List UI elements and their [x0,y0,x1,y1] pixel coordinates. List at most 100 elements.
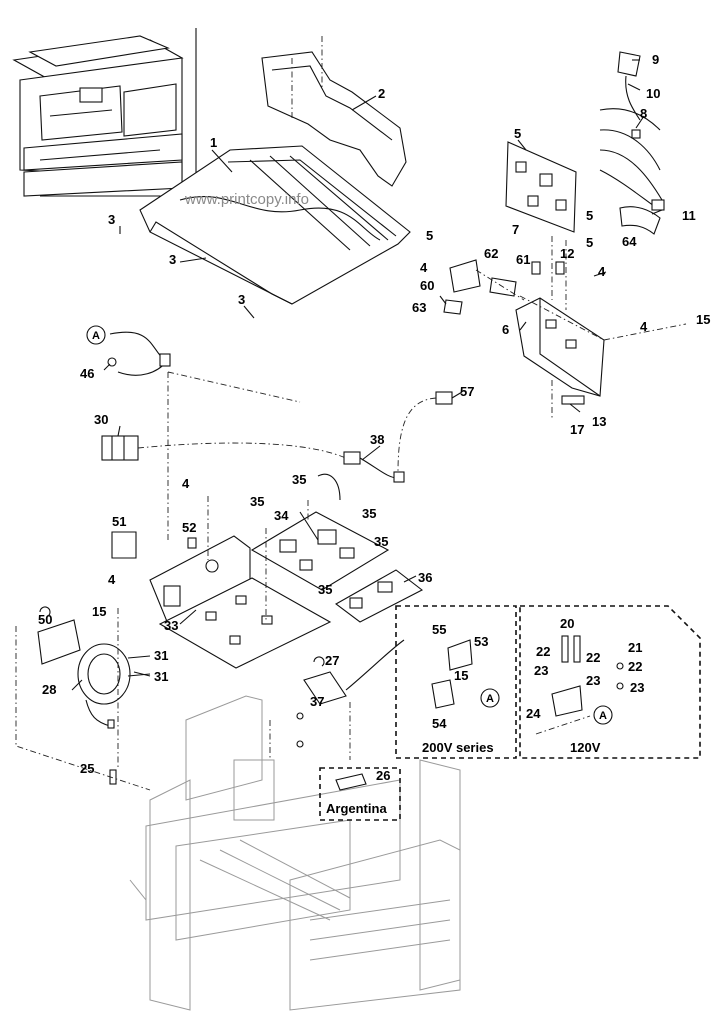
callout-4e: 4 [108,572,116,587]
callout-23a: 23 [534,663,548,678]
callout-52: 52 [182,520,196,535]
callout-55: 55 [432,622,446,637]
rotation-icons [39,606,325,667]
callout-5a: 5 [514,126,521,141]
callout-11: 11 [682,208,696,223]
part-51-52 [111,531,197,559]
callout-22a: 22 [536,644,550,659]
callout-22b: 22 [586,650,600,665]
harness-46 [107,331,171,376]
callout-17: 17 [570,422,584,437]
part-28-fan-assembly [37,619,151,729]
callout-35c: 35 [362,506,376,521]
part-27-power-inlet [296,639,405,748]
callout-7: 7 [512,222,519,237]
callout-22c: 22 [628,659,642,674]
label-200v-series: 200V series [422,740,494,755]
rotate-icon [313,656,325,667]
callout-27: 27 [325,653,339,668]
callout-4d: 4 [182,476,190,491]
callout-60: 60 [420,278,434,293]
assembly-guide-lines [15,236,687,791]
callout-35e: 35 [318,582,332,597]
callout-36: 36 [418,570,432,585]
label-120v: 120V [570,740,601,755]
callout-5d: 5 [426,228,433,243]
callout-13: 13 [592,414,606,429]
callout-6: 6 [502,322,509,337]
callout-4c: 4 [640,319,648,334]
label-argentina: Argentina [326,801,387,816]
callout-26: 26 [376,768,390,783]
callout-5c: 5 [586,235,593,250]
callout-35b: 35 [250,494,264,509]
callout-1: 1 [210,135,217,150]
callout-15c: 15 [454,668,468,683]
callout-50: 50 [38,612,52,627]
part-30-connector [101,435,351,461]
callout-35d: 35 [374,534,388,549]
callout-8: 8 [640,106,647,121]
box-labels: 200V series 120V Argentina [326,740,601,816]
callout-5b: 5 [586,208,593,223]
callout-30: 30 [94,412,108,427]
watermark-text: www.printcopy.info [184,191,309,208]
callout-3a: 3 [108,212,115,227]
callout-64: 64 [622,234,637,249]
option-boxes [319,605,701,821]
part-1-top-cover: www.printcopy.info [139,145,411,305]
part-2-rear-cover [261,36,407,187]
marker-a-2: A [486,693,494,705]
box-argentina [319,767,401,821]
callout-3b: 3 [169,252,176,267]
rotate-icon [39,606,51,617]
part-34-pwb [250,511,390,591]
part-33-base-plate [149,535,332,669]
callout-21: 21 [628,640,642,655]
callout-15a: 15 [696,312,710,327]
callout-12: 12 [560,246,574,261]
callout-51: 51 [112,514,126,529]
marker-a-1: A [92,330,100,342]
callout-61: 61 [516,252,530,267]
callout-20: 20 [560,616,574,631]
callout-15b: 15 [92,604,106,619]
callout-2: 2 [378,86,385,101]
callout-3c: 3 [238,292,245,307]
callout-31a: 31 [154,648,168,663]
copier-overview-inset [12,28,197,197]
callout-4b: 4 [598,264,606,279]
callout-57: 57 [460,384,474,399]
connector-markers: A A A [86,325,613,725]
callout-54: 54 [432,716,447,731]
callout-34: 34 [274,508,289,523]
main-pwb-assembly [505,51,665,235]
callout-4a: 4 [420,260,428,275]
callout-28: 28 [42,682,56,697]
part-36-pwb [334,569,424,623]
callout-62: 62 [484,246,498,261]
callout-38: 38 [370,432,384,447]
part-callouts: 1 2 3 3 3 35 4 4 4 4 4 5 5 5 5 6 7 8 9 1… [38,52,710,783]
callout-25: 25 [80,761,94,776]
machine-frame-ghost [129,695,461,1011]
callout-53: 53 [474,634,488,649]
callout-10: 10 [646,86,660,101]
part-6-bracket [515,297,605,405]
callout-23c: 23 [630,680,644,695]
callout-23b: 23 [586,673,600,688]
callout-31b: 31 [154,669,168,684]
box-120v [519,605,701,759]
callout-24: 24 [526,706,541,721]
callout-37: 37 [310,694,324,709]
callout-9: 9 [652,52,659,67]
leader-lines [71,59,663,691]
marker-a-3: A [599,710,607,722]
callout-35a: 35 [292,472,306,487]
callout-46: 46 [80,366,94,381]
callout-33: 33 [164,618,178,633]
callout-63: 63 [412,300,426,315]
part-38-57-harness [317,391,453,501]
small-plates [443,259,565,315]
